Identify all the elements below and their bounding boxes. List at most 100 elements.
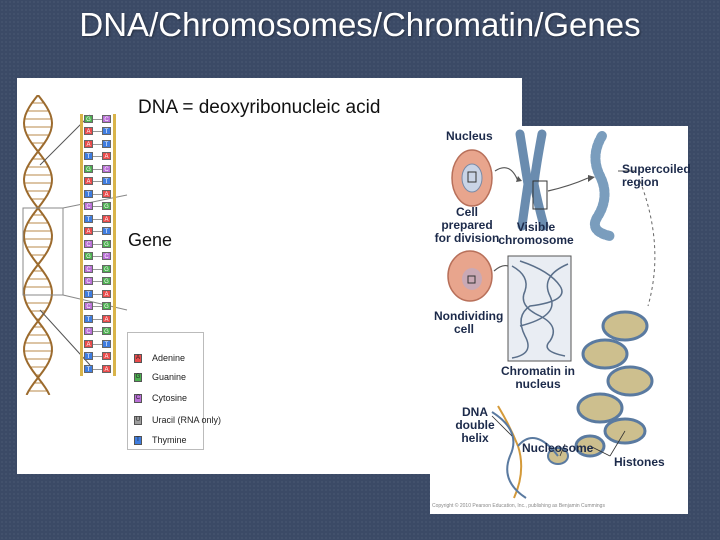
dna-helix-illustration: [22, 95, 54, 395]
nucleus-label: Nucleus: [446, 129, 493, 143]
base-letter: A: [102, 214, 111, 223]
base-bond: [93, 256, 102, 258]
base-bond: [93, 331, 102, 333]
base-letter: C: [102, 164, 111, 173]
base-bond: [93, 268, 102, 270]
supercoiled-label: Supercoiled region: [622, 162, 691, 189]
legend-item: T Thymine: [134, 435, 187, 445]
base-bond: [93, 156, 102, 158]
legend-swatch: T: [134, 435, 142, 445]
base-letter: T: [84, 189, 93, 198]
legend-label: Uracil (RNA only): [152, 415, 222, 425]
legend-swatch: U: [134, 415, 142, 425]
base-letter: C: [84, 327, 93, 336]
base-letter: C: [102, 252, 111, 261]
legend-label: Adenine: [152, 353, 186, 363]
nondividing-cell-icon: [447, 250, 493, 302]
base-bond: [93, 218, 102, 220]
base-letter: T: [102, 177, 111, 186]
base-bond: [93, 281, 102, 283]
base-letter: A: [102, 364, 111, 373]
legend-swatch: A: [134, 353, 142, 363]
base-letter: A: [102, 152, 111, 161]
legend-label: Guanine: [152, 372, 187, 382]
ladder-backbone-left: [80, 114, 83, 376]
cell-prepared-label: Cell prepared for division: [434, 205, 500, 245]
nucleosome-coil-icon: [547, 310, 654, 465]
legend-label: Thymine: [152, 435, 187, 445]
base-letter: T: [102, 139, 111, 148]
base-letter: A: [102, 289, 111, 298]
base-bond: [93, 306, 102, 308]
base-letter: G: [102, 277, 111, 286]
supercoiled-region-icon: [590, 131, 615, 241]
chromosome-icon: [515, 129, 549, 231]
legend-swatch: G: [134, 372, 142, 382]
chromatin-label: Chromatin in nucleus: [501, 364, 575, 391]
base-letter: G: [84, 164, 93, 173]
base-letter: A: [84, 339, 93, 348]
legend-item: A Adenine: [134, 353, 185, 363]
base-bond: [93, 181, 102, 183]
base-bond: [93, 243, 102, 245]
base-letter: A: [84, 177, 93, 186]
base-bond: [93, 119, 102, 120]
base-letter: G: [102, 239, 111, 248]
base-letter: T: [102, 127, 111, 136]
histones-label: Histones: [614, 455, 665, 469]
dna-helix-bottom-icon: [491, 405, 559, 499]
dna-heading: DNA = deoxyribonucleic acid: [134, 97, 385, 119]
base-legend: A Adenine G Guanine C Cytosine U Uracil …: [127, 332, 221, 450]
ladder-backbone-right: [113, 114, 116, 376]
base-bond: [93, 343, 102, 345]
nondividing-label: Nondividing cell: [434, 309, 504, 336]
base-bond: [93, 356, 102, 358]
base-letter: C: [84, 277, 93, 286]
copyright-text: Copyright © 2010 Pearson Education, Inc.…: [432, 503, 605, 509]
chromatin-block-icon: [507, 255, 572, 362]
base-letter: T: [84, 352, 93, 361]
base-letter: T: [84, 314, 93, 323]
base-bond: [93, 143, 102, 145]
base-letter: G: [102, 302, 111, 311]
base-letter: T: [84, 214, 93, 223]
base-letter: A: [102, 314, 111, 323]
base-letter: T: [84, 152, 93, 161]
base-letter: A: [84, 139, 93, 148]
base-bond: [93, 206, 102, 208]
base-letter: G: [102, 202, 111, 211]
base-bond: [93, 368, 102, 370]
dna-helix-label: DNA double helix: [455, 405, 495, 445]
gene-label: Gene: [128, 230, 173, 250]
base-letter: T: [102, 339, 111, 348]
legend-swatch: C: [134, 393, 142, 403]
base-letter: A: [84, 127, 93, 136]
legend-item: C Cytosine: [134, 393, 187, 403]
base-letter: T: [84, 289, 93, 298]
base-letter: A: [84, 227, 93, 236]
legend-item: U Uracil (RNA only): [134, 415, 221, 425]
base-bond: [93, 231, 102, 233]
slide-title: DNA/Chromosomes/Chromatin/Genes: [79, 6, 641, 43]
legend-item: G Guanine: [134, 372, 186, 382]
nucleosome-label: Nucleosome: [522, 441, 594, 455]
base-letter: T: [102, 227, 111, 236]
base-letter: T: [84, 364, 93, 373]
base-letter: G: [102, 264, 111, 273]
